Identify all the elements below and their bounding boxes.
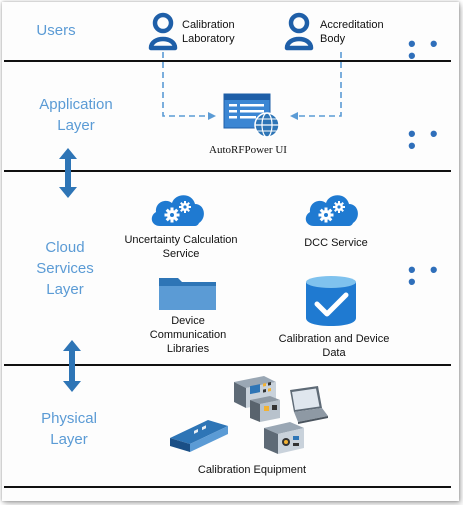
separator-line xyxy=(4,364,451,366)
separator-line xyxy=(4,170,451,172)
separator-line xyxy=(4,60,451,62)
more-indicator: • • • xyxy=(408,31,442,68)
equipment-icon xyxy=(250,396,280,422)
device-comm-libraries-label: Device Communication Libraries xyxy=(149,315,227,355)
dcc-service-label: DCC Service xyxy=(304,237,368,249)
double-arrow-icon xyxy=(59,148,77,198)
calibration-equipment-label: Calibration Equipment xyxy=(197,464,307,476)
calibration-laboratory-label: Calibration Laboratory xyxy=(182,19,235,45)
app-name-label: AutoRFPower UI xyxy=(209,144,287,156)
application-window-icon xyxy=(223,93,280,138)
more-indicator: • • • xyxy=(408,121,442,158)
architecture-diagram: Users Application Layer Cloud Services L… xyxy=(2,2,459,501)
layer-label-application: Application Layer xyxy=(39,96,113,134)
user-icon xyxy=(284,12,314,51)
layer-label-physical: Physical Layer xyxy=(41,410,97,448)
layer-label-cloud: Cloud Services Layer xyxy=(36,239,94,298)
equipment-icon xyxy=(264,422,304,454)
calibration-device-data-label: Calibration and Device Data xyxy=(278,333,390,359)
double-arrow-icon xyxy=(63,340,81,392)
cloud-gear-icon xyxy=(151,195,204,226)
laptop-icon xyxy=(290,386,328,424)
user-icon xyxy=(148,12,178,51)
dashed-connector xyxy=(162,52,342,120)
equipment-icon xyxy=(170,420,228,452)
more-indicator: • • • xyxy=(408,257,442,294)
layer-label-users: Users xyxy=(36,22,76,39)
database-check-icon xyxy=(306,276,356,326)
uncertainty-service-label: Uncertainty Calculation Service xyxy=(124,234,238,260)
folder-icon xyxy=(159,278,216,310)
accreditation-body-label: Accreditation Body xyxy=(320,19,384,45)
cloud-gear-icon xyxy=(305,195,358,226)
separator-line xyxy=(4,486,451,488)
